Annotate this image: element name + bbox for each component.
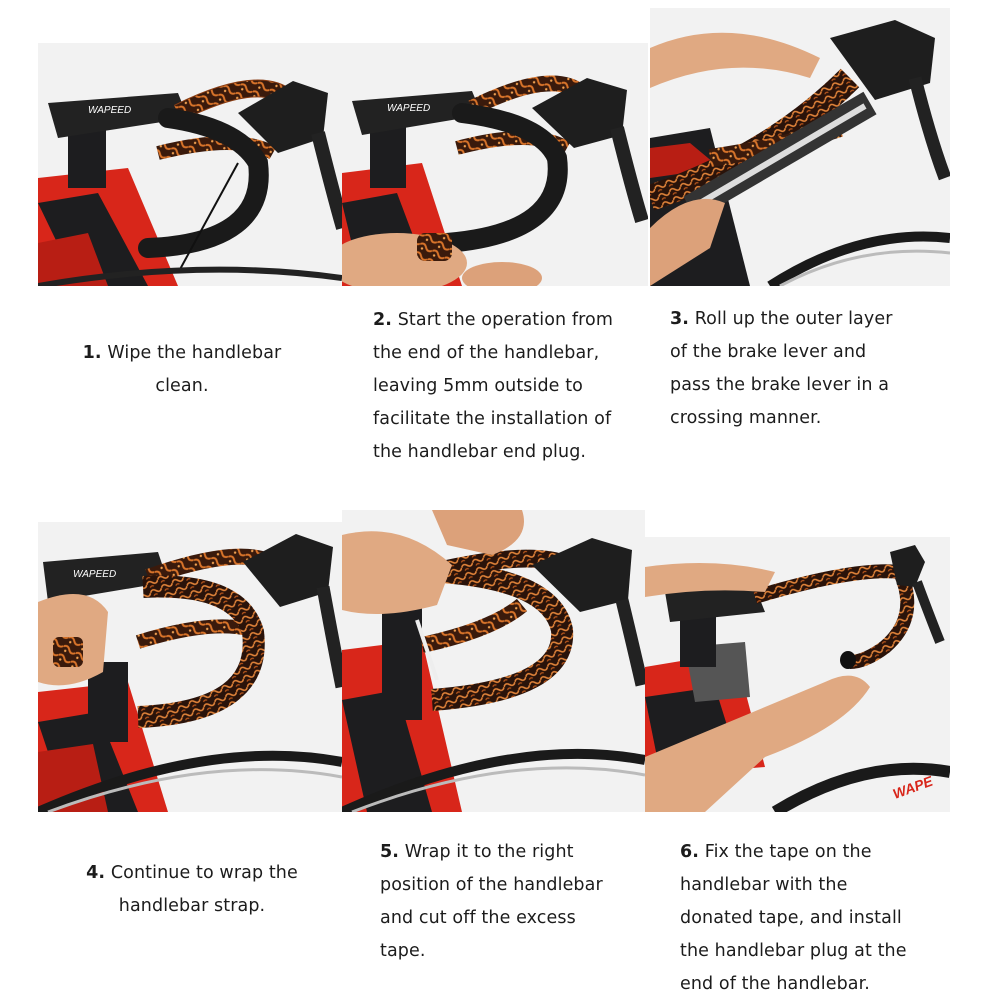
step-2-photo: WAPEED (342, 43, 648, 286)
step-4-number: 4. (86, 863, 106, 883)
step-4-line-1: Continue to wrap the (110, 863, 298, 883)
step-5-line-1: Wrap it to the right (404, 842, 574, 862)
step-4-line-2: handlebar strap. (118, 896, 266, 916)
svg-text:WAPEED: WAPEED (88, 105, 131, 116)
step-2-line-4: facilitate the installation of (373, 409, 612, 429)
step-6-line-1: Fix the tape on the (704, 842, 872, 862)
step-2-number: 2. (373, 310, 393, 330)
step-2-line-5: the handlebar end plug. (373, 442, 587, 462)
bare-handlebar-image: WAPEED (38, 43, 342, 286)
step-1-number: 1. (82, 343, 102, 363)
start-wrap-image: WAPEED (342, 43, 648, 286)
step-2-line-3: leaving 5mm outside to (373, 376, 583, 396)
step-4-photo: WAPEED (38, 522, 342, 812)
step-3-line-2: of the brake lever and (670, 342, 867, 362)
step-6-caption: 6. Fix the tape on the handlebar with th… (680, 836, 960, 1000)
step-4-caption: 4. Continue to wrap the handlebar strap. (72, 857, 312, 923)
step-1-line-2: clean. (155, 376, 209, 396)
step-6-number: 6. (680, 842, 700, 862)
lever-wrap-image (650, 8, 950, 286)
end-plug-image: WAPE (645, 537, 950, 812)
svg-text:WAPEED: WAPEED (387, 103, 430, 114)
step-6-line-3: donated tape, and install (680, 908, 902, 928)
cut-tape-image (342, 510, 645, 812)
step-6-line-4: the handlebar plug at the (680, 941, 907, 961)
step-3-line-1: Roll up the outer layer (694, 309, 893, 329)
step-3-line-3: pass the brake lever in a (670, 375, 890, 395)
step-5-photo (342, 510, 645, 812)
step-5-line-3: and cut off the excess (380, 908, 576, 928)
step-3-number: 3. (670, 309, 690, 329)
continue-wrap-image: WAPEED (38, 522, 342, 812)
step-2-line-2: the end of the handlebar, (373, 343, 600, 363)
step-3-photo (650, 8, 950, 286)
step-1-caption: 1. Wipe the handlebar clean. (60, 337, 304, 403)
step-1-photo: WAPEED (38, 43, 342, 286)
step-5-line-4: tape. (380, 941, 426, 961)
step-2-caption: 2. Start the operation from the end of t… (373, 304, 643, 469)
step-5-line-2: position of the handlebar (380, 875, 603, 895)
svg-text:WAPEED: WAPEED (73, 569, 116, 580)
step-3-line-4: crossing manner. (670, 408, 822, 428)
step-5-caption: 5. Wrap it to the right position of the … (380, 836, 640, 968)
step-6-line-2: handlebar with the (680, 875, 848, 895)
step-6-photo: WAPE (645, 537, 950, 812)
step-5-number: 5. (380, 842, 400, 862)
step-3-caption: 3. Roll up the outer layer of the brake … (670, 303, 950, 435)
step-6-line-5: end of the handlebar. (680, 974, 870, 994)
step-2-line-1: Start the operation from (397, 310, 614, 330)
step-1-line-1: Wipe the handlebar (107, 343, 282, 363)
